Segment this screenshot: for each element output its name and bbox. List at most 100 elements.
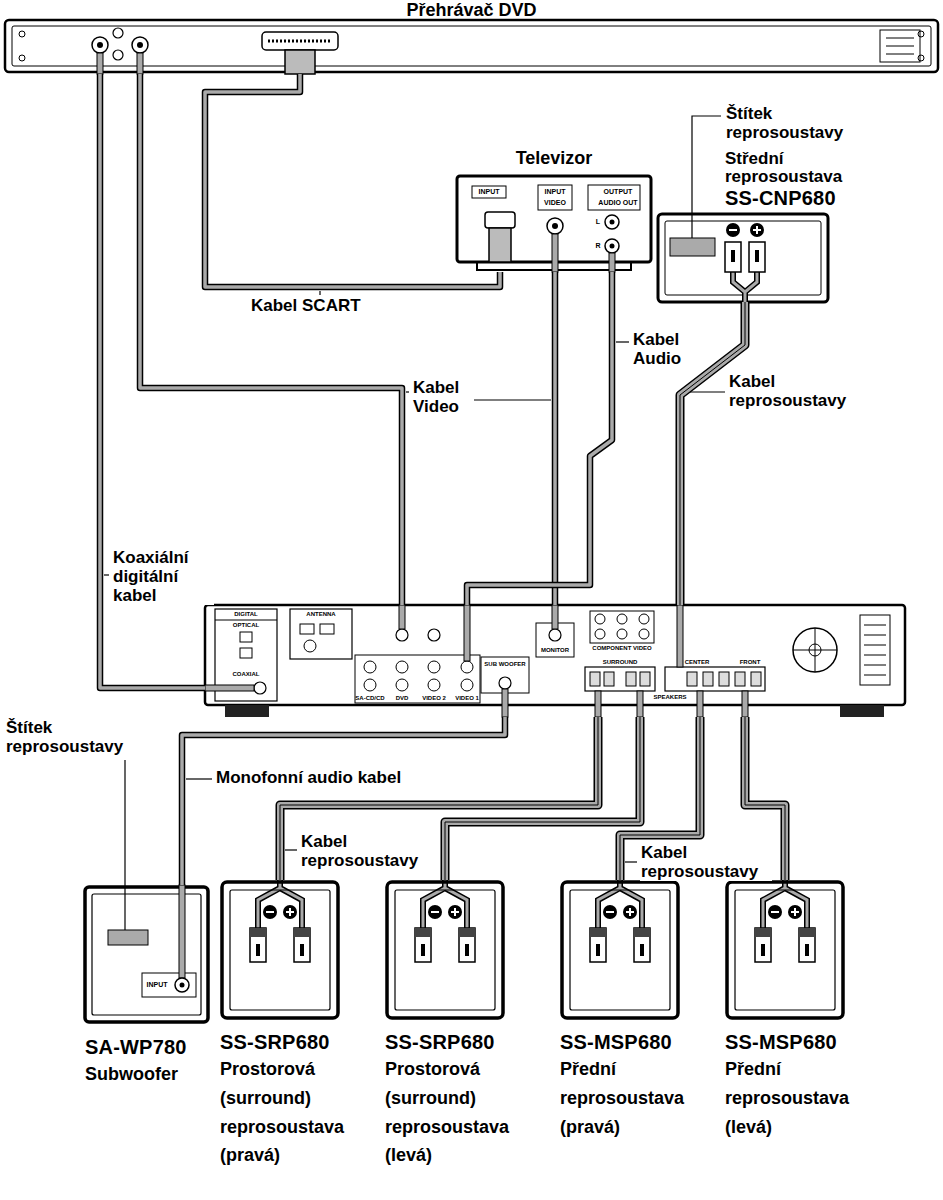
terminal — [604, 672, 614, 686]
plug — [595, 691, 601, 717]
plug — [637, 691, 643, 717]
port-label: OUTPUT — [604, 188, 633, 196]
terminal — [719, 672, 729, 686]
leader-line — [690, 391, 725, 392]
cable — [140, 74, 402, 605]
plug — [399, 605, 405, 629]
component-jack — [595, 614, 605, 624]
scart-socket — [485, 212, 515, 228]
scart-plug — [489, 228, 511, 262]
speaker-wire — [733, 272, 757, 302]
callout-label: Štítek reprosoustavy — [5, 718, 137, 756]
cable-outline — [205, 74, 500, 287]
jack — [113, 50, 123, 60]
leader-line — [625, 861, 637, 862]
cable-outline — [552, 272, 559, 605]
cable-outline — [140, 74, 402, 605]
cable-outline — [467, 272, 612, 605]
fan — [793, 628, 837, 672]
plug — [97, 53, 103, 74]
port-label: OPTICAL — [233, 622, 259, 629]
leader-line — [406, 391, 409, 392]
terminal-screw — [755, 250, 759, 262]
television: TelevizorINPUTINPUTVIDEOOUTPUTAUDIO OUTL… — [455, 148, 653, 272]
subwoofer: SA-WP780SubwooferINPUT — [83, 885, 210, 1089]
plus-symbol — [753, 226, 761, 234]
cable-core — [140, 74, 402, 605]
audio-jack — [605, 239, 619, 253]
component-jack — [595, 629, 605, 639]
plug — [179, 885, 185, 978]
video-jack — [396, 629, 408, 641]
port-label: VIDEO 2 — [422, 695, 446, 702]
plug — [552, 234, 558, 272]
model-number: SS-SRP680 — [220, 1030, 346, 1055]
leader-line — [692, 116, 721, 238]
jack — [113, 28, 123, 38]
port-label: DVD — [396, 695, 409, 702]
video-jack — [549, 629, 561, 641]
plug — [552, 605, 558, 629]
speaker: SS-SRP680Prostorová (surround) reprosous… — [218, 880, 346, 1170]
terminal — [626, 672, 636, 686]
leader-line — [319, 291, 320, 295]
dvd-detail — [880, 30, 920, 62]
channel-label: R — [595, 242, 600, 250]
port-label: COMPONENT VIDEO — [592, 645, 651, 652]
speaker-description: Prostorová (surround) reprosoustava (lev… — [385, 1055, 511, 1170]
leader-line — [285, 849, 297, 850]
audio-jack — [428, 661, 440, 673]
video-jack — [428, 629, 440, 641]
minus-symbol — [729, 229, 737, 231]
optical-jack — [240, 648, 252, 658]
port-label: VIDEO — [544, 199, 566, 207]
callout-label: Štítek reprosoustavy — [725, 104, 857, 142]
model-number: SS-MSP680 — [725, 1030, 851, 1055]
speaker: SS-SRP680Prostorová (surround) reprosous… — [383, 880, 511, 1170]
audio-jack — [364, 679, 376, 691]
av-receiver: DIGITALANTENNAOPTICALCOAXIALMONITORCOMPO… — [205, 605, 905, 717]
fan — [793, 628, 837, 672]
terminal — [640, 672, 650, 686]
terminal — [751, 672, 761, 686]
port-label: INPUT — [147, 981, 168, 989]
port-label: VIDEO 1 — [455, 695, 479, 702]
leader-line — [104, 574, 109, 575]
cable-core — [205, 74, 500, 287]
speaker-heading: Střední reprosoustava — [725, 150, 845, 186]
terminal — [749, 242, 765, 272]
leader-line — [124, 760, 125, 930]
terminal-screw — [731, 250, 735, 262]
audio-jack — [396, 679, 408, 691]
component-jack — [639, 629, 649, 639]
model-number: SS-CNP680 — [725, 186, 845, 211]
audio-jack — [461, 679, 473, 691]
panel-line — [215, 620, 277, 621]
plug — [677, 605, 683, 667]
speaker-illustration — [387, 878, 503, 1018]
input-jack — [180, 983, 185, 988]
callout-label: Kabel Audio — [632, 330, 694, 368]
cable — [205, 74, 500, 287]
coaxial-jack — [97, 42, 103, 48]
cable-divider — [280, 717, 598, 880]
speaker-description: Přední reprosoustava (pravá) — [560, 1055, 686, 1141]
screw — [19, 31, 25, 37]
dvd-body — [5, 20, 938, 72]
screw — [19, 55, 25, 61]
screw — [918, 55, 924, 61]
leader-line — [186, 778, 212, 779]
audio-jack — [364, 661, 376, 673]
speaker-illustration — [562, 878, 678, 1018]
video-jack — [132, 37, 148, 53]
speaker-description: Přední reprosoustava (levá) — [725, 1055, 851, 1141]
scart-pins — [268, 40, 332, 43]
antenna-terminal — [300, 624, 314, 634]
cable-core — [445, 717, 640, 880]
plus-symbol — [750, 223, 764, 237]
audio-jack — [461, 661, 473, 673]
port-label: INPUT — [545, 188, 566, 196]
audio-jack — [610, 244, 615, 249]
antenna-terminal — [320, 624, 334, 634]
antenna-jack — [304, 640, 316, 652]
